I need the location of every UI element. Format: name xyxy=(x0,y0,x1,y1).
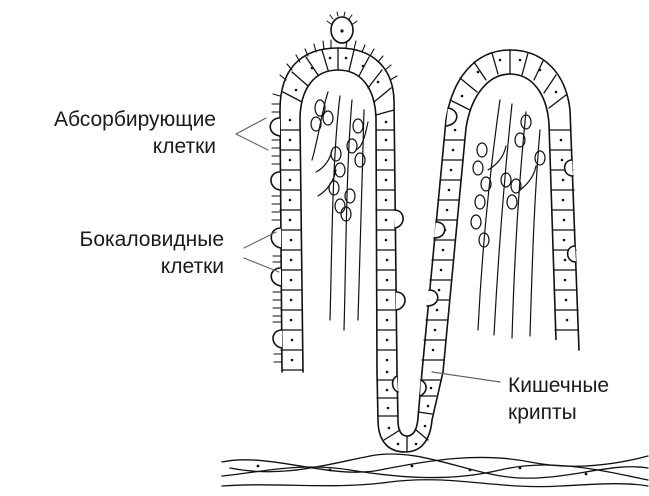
left-villus-inner-wall xyxy=(300,70,377,372)
label-goblet-line1: Бокаловидные xyxy=(0,228,224,251)
left-villus-cell-dividers xyxy=(280,48,397,370)
label-goblet-cells: Бокаловидные клетки xyxy=(0,228,224,278)
intestinal-crypt xyxy=(377,371,443,452)
crypt-inner-wall xyxy=(397,372,422,436)
right-villus-core-vessels xyxy=(478,100,540,338)
label-intestinal-crypts: Кишечные крипты xyxy=(508,374,638,424)
label-goblet-line2: клетки xyxy=(0,255,224,278)
label-crypts-line2: крипты xyxy=(508,401,638,424)
leader-absorptive-bottom xyxy=(236,134,268,150)
crypt-outer-wall xyxy=(377,372,443,452)
label-absorptive-line1: Абсорбирующие xyxy=(0,108,216,131)
blank-patch xyxy=(458,340,558,362)
left-villus xyxy=(270,12,405,372)
right-villus xyxy=(422,50,579,372)
detached-cell xyxy=(327,12,357,43)
label-absorptive-cells: Абсорбирующие клетки xyxy=(0,108,216,158)
leader-absorptive-top xyxy=(236,118,266,134)
muscle-layer xyxy=(222,454,648,487)
left-villus-goblet-cells xyxy=(270,118,405,348)
right-villus-inner-wall xyxy=(443,74,556,372)
muscle-nuclei xyxy=(257,465,588,476)
label-crypts-line1: Кишечные xyxy=(508,374,638,397)
leader-goblet-bottom xyxy=(244,258,279,272)
label-absorptive-line2: клетки xyxy=(0,135,216,158)
